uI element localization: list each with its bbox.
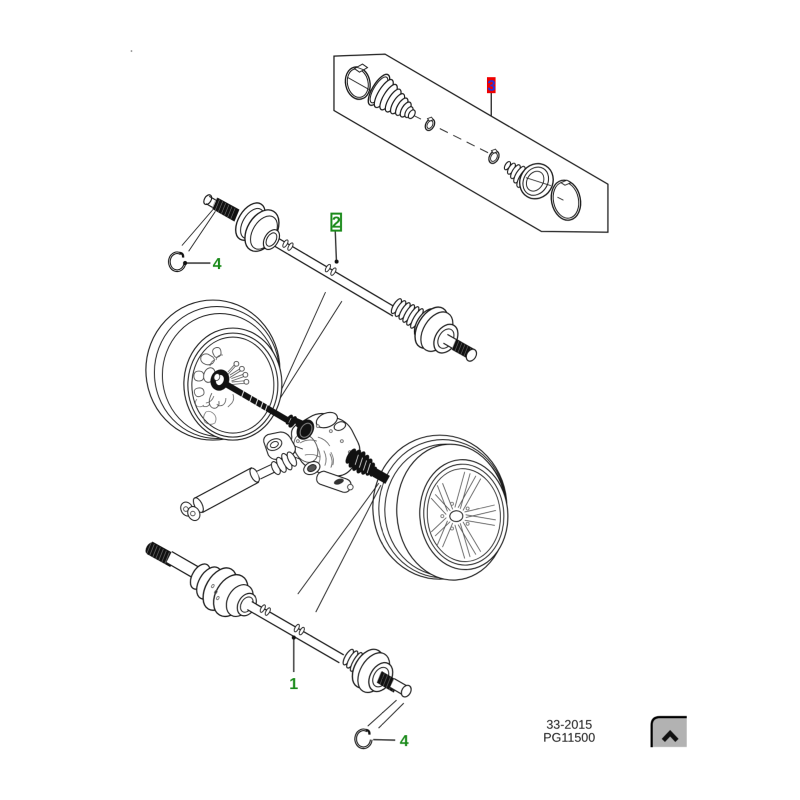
svg-text:2: 2 [332, 215, 341, 232]
svg-text:3: 3 [487, 78, 495, 95]
svg-text:4: 4 [213, 256, 222, 273]
svg-text:4: 4 [400, 733, 409, 750]
svg-text:33-2015: 33-2015 [546, 718, 592, 732]
svg-text:PG11500: PG11500 [543, 730, 595, 744]
svg-text:1: 1 [289, 676, 298, 693]
